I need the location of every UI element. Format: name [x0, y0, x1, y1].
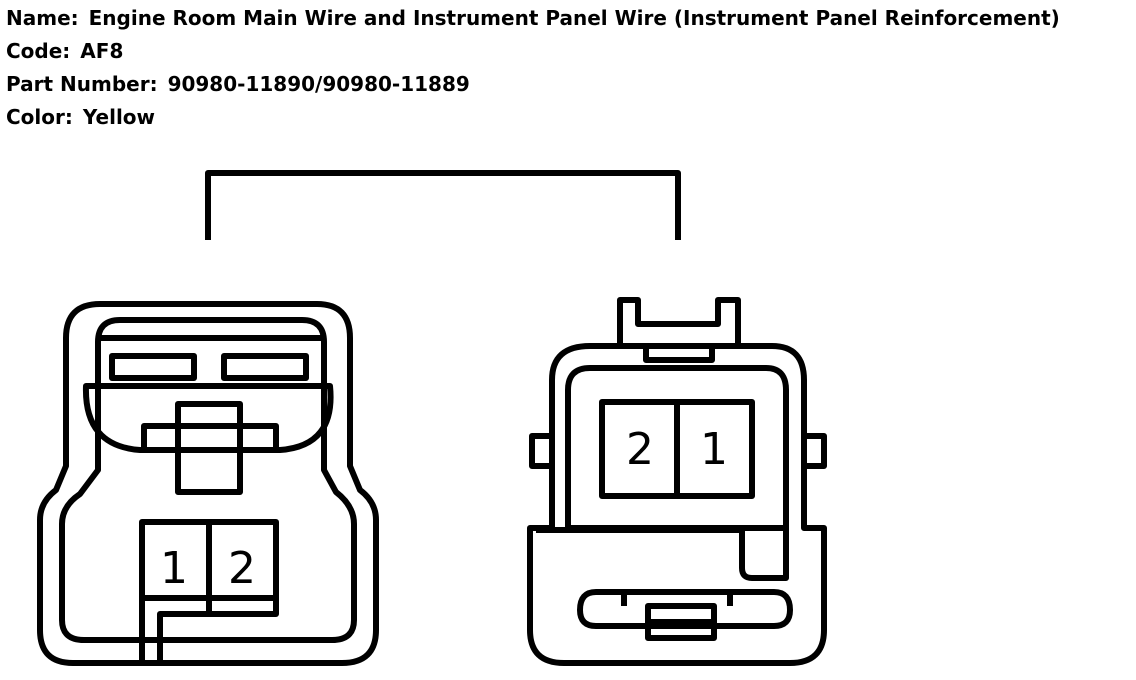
- name-value: Engine Room Main Wire and Instrument Pan…: [88, 6, 1060, 30]
- left-latch-pad-left: [109, 353, 197, 381]
- left-pin-2-label: 2: [228, 543, 256, 594]
- left-connector-outer-shell: [37, 301, 379, 666]
- mating-bracket: [205, 170, 681, 240]
- part-number-value: 90980-11890/90980-11889: [167, 72, 470, 96]
- left-connector-inner-shell: [59, 317, 357, 643]
- name-row: Name: Engine Room Main Wire and Instrumen…: [6, 2, 1060, 35]
- left-connector: 1 2: [37, 301, 379, 666]
- right-side-tab-right: [801, 433, 827, 469]
- connector-info: Name: Engine Room Main Wire and Instrumen…: [6, 2, 1060, 134]
- name-label: Name:: [6, 6, 79, 30]
- right-connector-outer-shell: [527, 343, 827, 666]
- left-latch-arm: [82, 383, 334, 453]
- right-connector-latch-base: [643, 346, 715, 363]
- part-number-label: Part Number:: [6, 72, 158, 96]
- part-number-row: Part Number: 90980-11890/90980-11889: [6, 68, 1060, 101]
- code-label: Code:: [6, 39, 71, 63]
- left-bottom-key: [139, 598, 279, 666]
- right-lower-step: [536, 527, 789, 581]
- left-latch-pad-right: [221, 353, 309, 381]
- color-label: Color:: [6, 105, 73, 129]
- right-pin-1-label: 1: [700, 424, 728, 475]
- code-row: Code: AF8: [6, 35, 1060, 68]
- right-side-tab-left: [529, 433, 555, 469]
- left-pin-1-label: 1: [160, 543, 188, 594]
- right-connector: 2 1: [527, 297, 827, 666]
- left-cavity-frame: [139, 519, 279, 601]
- color-value: Yellow: [82, 105, 156, 129]
- right-connector-top-latch: [617, 297, 741, 346]
- code-value: AF8: [80, 39, 124, 63]
- right-bottom-slot: [577, 589, 793, 629]
- color-row: Color: Yellow: [6, 101, 1060, 134]
- left-lock-tab: [175, 401, 243, 495]
- left-lock-tab-bridge: [141, 423, 279, 452]
- right-pin-2-label: 2: [626, 424, 654, 475]
